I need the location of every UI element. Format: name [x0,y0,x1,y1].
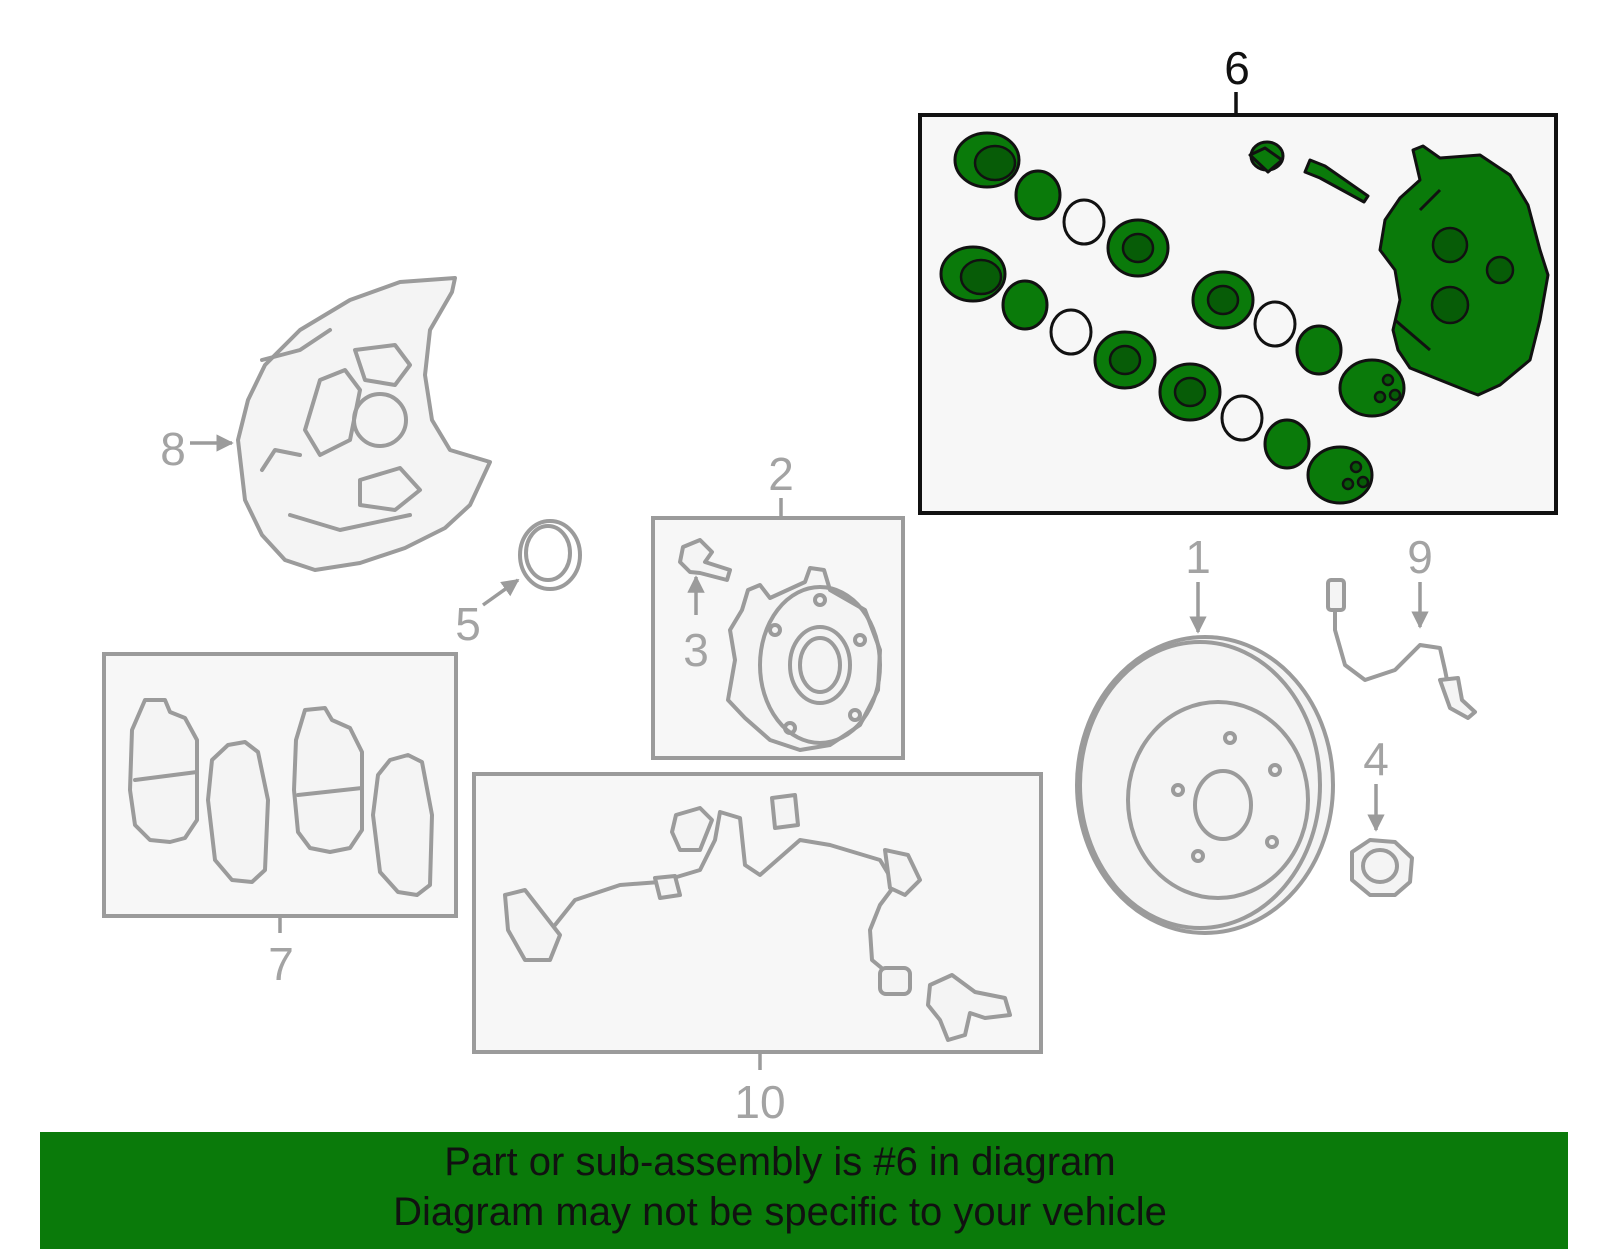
part-5-seal-ring[interactable]: 5 [455,519,582,650]
brake-pad-icon [128,698,199,844]
callout-5: 5 [455,598,481,650]
callout-6: 6 [1224,42,1250,94]
callout-9: 9 [1407,531,1433,583]
abs-sensor-icon [926,973,1012,1042]
callout-7: 7 [268,938,294,990]
part-10-abs-sensor[interactable]: 10 [472,772,1043,1128]
part-9-brake-hose[interactable]: 9 [1326,531,1477,720]
part-3-hub-bolt[interactable]: 3 [678,538,732,676]
callout-4: 4 [1363,733,1389,785]
hub-bolt-icon [678,538,732,582]
info-banner: Part or sub-assembly is #6 in diagram Di… [40,1132,1568,1249]
part-8-dust-shield[interactable]: 8 [160,276,492,572]
callout-1: 1 [1185,531,1211,583]
sensor-wire-icon [553,810,897,977]
part-1-brake-rotor[interactable]: 1 [1075,531,1335,935]
callout-3: 3 [683,624,709,676]
part-2-hub-assembly[interactable]: 2 [651,448,905,760]
part-7-brake-pads[interactable]: 7 [102,652,458,990]
banner-line-part: Part or sub-assembly is #6 in diagram [444,1140,1116,1184]
seal-ring-icon [1062,198,1106,246]
part-4-hub-nut[interactable]: 4 [1350,733,1414,897]
callout-10: 10 [734,1076,785,1128]
part-10-box [472,772,1043,1054]
callout-2: 2 [768,448,794,500]
brake-rotor-icon [1075,635,1335,935]
seal-ring-icon [518,519,582,591]
banner-line-disclaimer: Diagram may not be specific to your vehi… [393,1190,1167,1234]
guide-bolt-icon [1303,158,1370,204]
callout-8: 8 [160,423,186,475]
part-6-caliper-assembly[interactable]: 6 [918,42,1558,515]
